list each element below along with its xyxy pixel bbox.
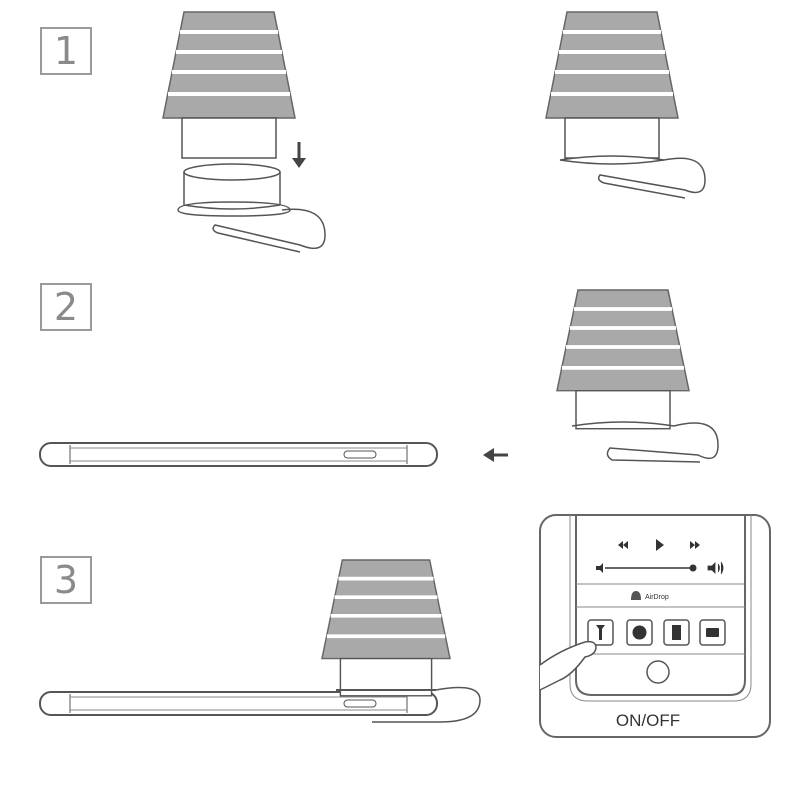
volume-high-icon (707, 561, 724, 575)
flashlight-icon (596, 625, 605, 640)
fast-forward-icon (690, 541, 700, 549)
airdrop-label: AirDrop (645, 594, 669, 601)
volume-low-icon (596, 563, 603, 573)
record-icon (632, 625, 647, 640)
screen-icon (672, 625, 681, 640)
step-2-lamp (555, 288, 719, 463)
step-1-number: 1 (40, 27, 92, 75)
step-3-phone-with-lamp (39, 558, 481, 723)
finger-icon (539, 640, 597, 691)
down-arrow-icon (292, 142, 306, 168)
play-icon (656, 539, 664, 551)
left-arrow-icon (483, 448, 508, 462)
step-1-lamp-assembled (544, 10, 706, 199)
step-1-lamp-separated (161, 10, 326, 253)
control-center-inset: AirDrop ON/OFF (539, 514, 771, 738)
step-2-phone (39, 442, 438, 467)
rewind-icon (618, 541, 628, 549)
step-3-number: 3 (40, 556, 92, 604)
camera-icon (706, 628, 719, 637)
step-2-number: 2 (40, 283, 92, 331)
on-off-label: ON/OFF (616, 711, 680, 730)
home-button-icon[interactable] (646, 660, 670, 684)
